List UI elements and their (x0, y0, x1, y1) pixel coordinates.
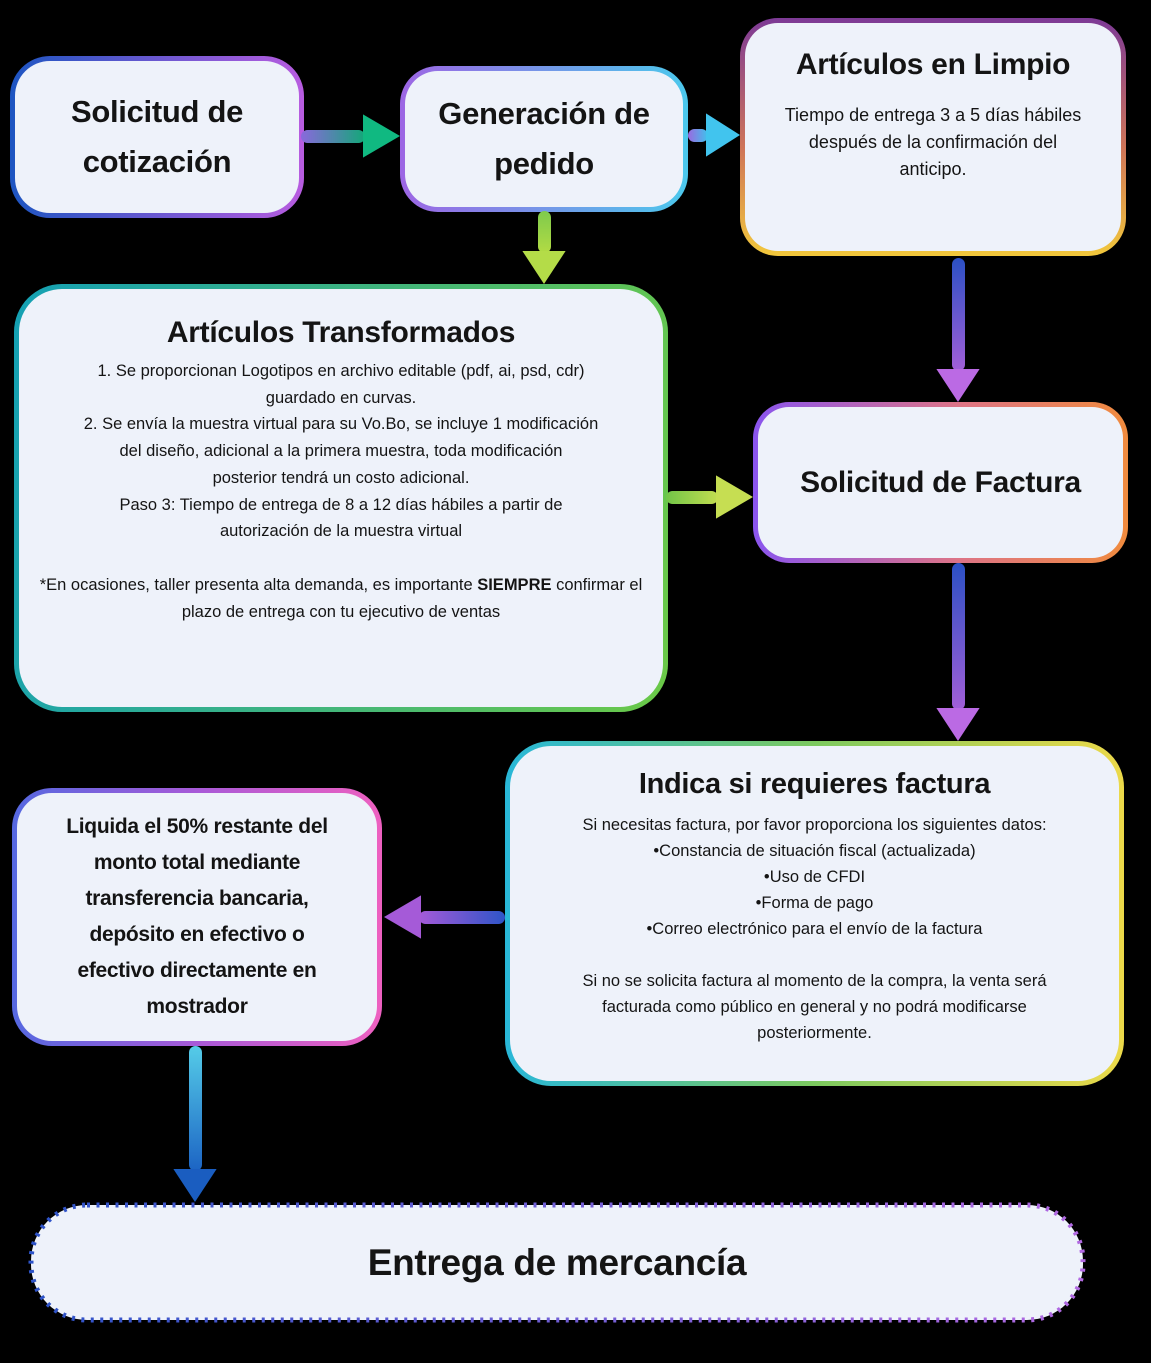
arrow-head-icon (384, 895, 421, 939)
arrow-liquida-to-entrega (172, 1046, 218, 1202)
node-articulos-en-limpio: Artículos en Limpio Tiempo de entrega 3 … (740, 18, 1126, 256)
arrow-shaft (537, 211, 551, 253)
arrow-head-icon (522, 251, 566, 284)
arrow-head-icon (173, 1169, 217, 1202)
arrow-pedido-to-limpio (688, 112, 740, 158)
dotted-border (28, 1202, 1086, 1323)
node-body: 1. Se proporcionan Logotipos en archivo … (83, 362, 599, 541)
arrow-head-icon (706, 113, 740, 157)
arrow-shaft (188, 1046, 202, 1171)
node-liquida-restante: Liquida el 50% restante del monto total … (12, 788, 382, 1046)
arrow-cotizacion-to-pedido (301, 113, 400, 159)
node-title: Solicitud de cotización (70, 93, 244, 179)
arrow-transformados-to-factura (666, 474, 753, 520)
arrow-limpio-to-factura (935, 258, 981, 402)
node-articulos-transformados: Artículos Transformados 1. Se proporcion… (14, 284, 668, 712)
arrow-shaft (951, 563, 965, 710)
node-title: Indica si requieres factura (638, 768, 991, 800)
node-title: Generación de pedido (438, 95, 650, 181)
note-prefix: *En ocasiones, taller presenta alta dema… (39, 576, 478, 595)
node-indica-factura: Indica si requieres factura Si necesitas… (505, 741, 1124, 1086)
note-bold: SIEMPRE (477, 576, 552, 595)
node-body: Si necesitas factura, por favor proporci… (582, 815, 1047, 938)
node-solicitud-factura: Solicitud de Factura (753, 402, 1128, 563)
arrow-shaft (666, 490, 718, 504)
arrow-shaft (951, 258, 965, 371)
node-body: Liquida el 50% restante del monto total … (66, 814, 328, 1019)
node-body-secondary: Si no se solicita factura al momento de … (582, 972, 1047, 1043)
node-title: Solicitud de Factura (800, 466, 1081, 499)
arrow-pedido-to-transformados (521, 211, 567, 284)
node-title: Artículos Transformados (166, 316, 516, 349)
arrow-indica-to-liquida (384, 894, 505, 940)
node-entrega-mercancia: Entrega de mercancía (28, 1202, 1086, 1323)
arrow-shaft (301, 129, 365, 143)
node-generacion-pedido: Generación de pedido (400, 66, 688, 212)
node-note: *En ocasiones, taller presenta alta dema… (37, 572, 645, 625)
arrow-shaft (419, 910, 505, 924)
node-title: Artículos en Limpio (795, 48, 1071, 81)
arrow-factura-to-indica (935, 563, 981, 741)
note-suffix: confirmar el plazo de entrega con tu eje… (181, 576, 643, 621)
arrow-head-icon (936, 369, 980, 402)
arrow-shaft (688, 128, 708, 142)
node-solicitud-cotizacion: Solicitud de cotización (10, 56, 304, 218)
arrow-head-icon (363, 114, 400, 158)
arrow-head-icon (716, 475, 753, 519)
arrow-head-icon (936, 708, 980, 741)
node-body: Tiempo de entrega 3 a 5 días hábiles des… (784, 105, 1082, 179)
node-title: Entrega de mercancía (367, 1241, 747, 1283)
